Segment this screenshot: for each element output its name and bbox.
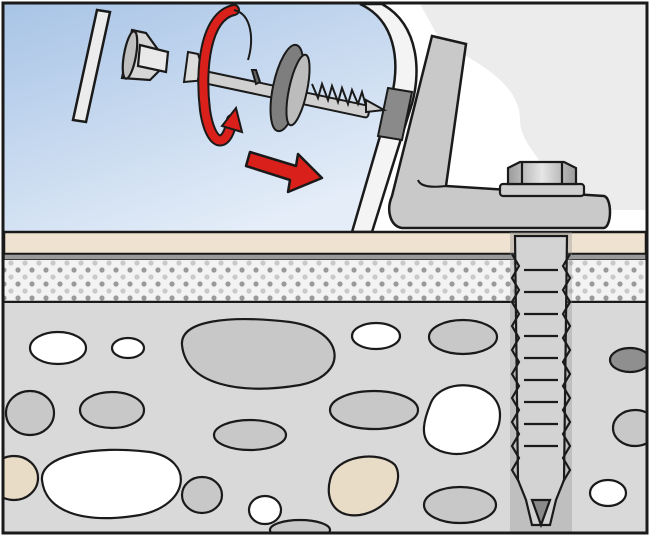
stone: [268, 518, 332, 532]
wall-plug: [510, 234, 572, 529]
stone: [4, 454, 40, 502]
stone: [611, 408, 646, 448]
stone: [422, 384, 502, 455]
bath-shell: [350, 4, 418, 234]
stone: [180, 318, 336, 390]
stone: [588, 478, 628, 508]
wall-shadow: [420, 4, 646, 210]
hex-bolt: [498, 160, 586, 198]
bath-interior: [4, 4, 396, 232]
rotate-arrow: [197, 4, 253, 147]
stone: [212, 418, 288, 452]
countersunk-washer: [120, 28, 170, 82]
stone: [422, 485, 498, 525]
stone: [247, 494, 283, 526]
stone: [78, 390, 146, 430]
stone: [28, 330, 88, 366]
push-arrow: [244, 150, 324, 194]
bracket: [388, 34, 612, 230]
stone: [4, 389, 56, 437]
sealing-washer-plate: [71, 8, 112, 124]
stone: [350, 321, 402, 351]
stone: [328, 389, 420, 431]
stone: [180, 475, 224, 515]
aggregate-stones: [4, 318, 646, 532]
stone: [427, 318, 499, 356]
stone: [327, 455, 400, 517]
stone: [608, 346, 646, 374]
stone: [110, 336, 146, 360]
rubber-pad: [376, 86, 414, 142]
stone: [40, 448, 182, 520]
